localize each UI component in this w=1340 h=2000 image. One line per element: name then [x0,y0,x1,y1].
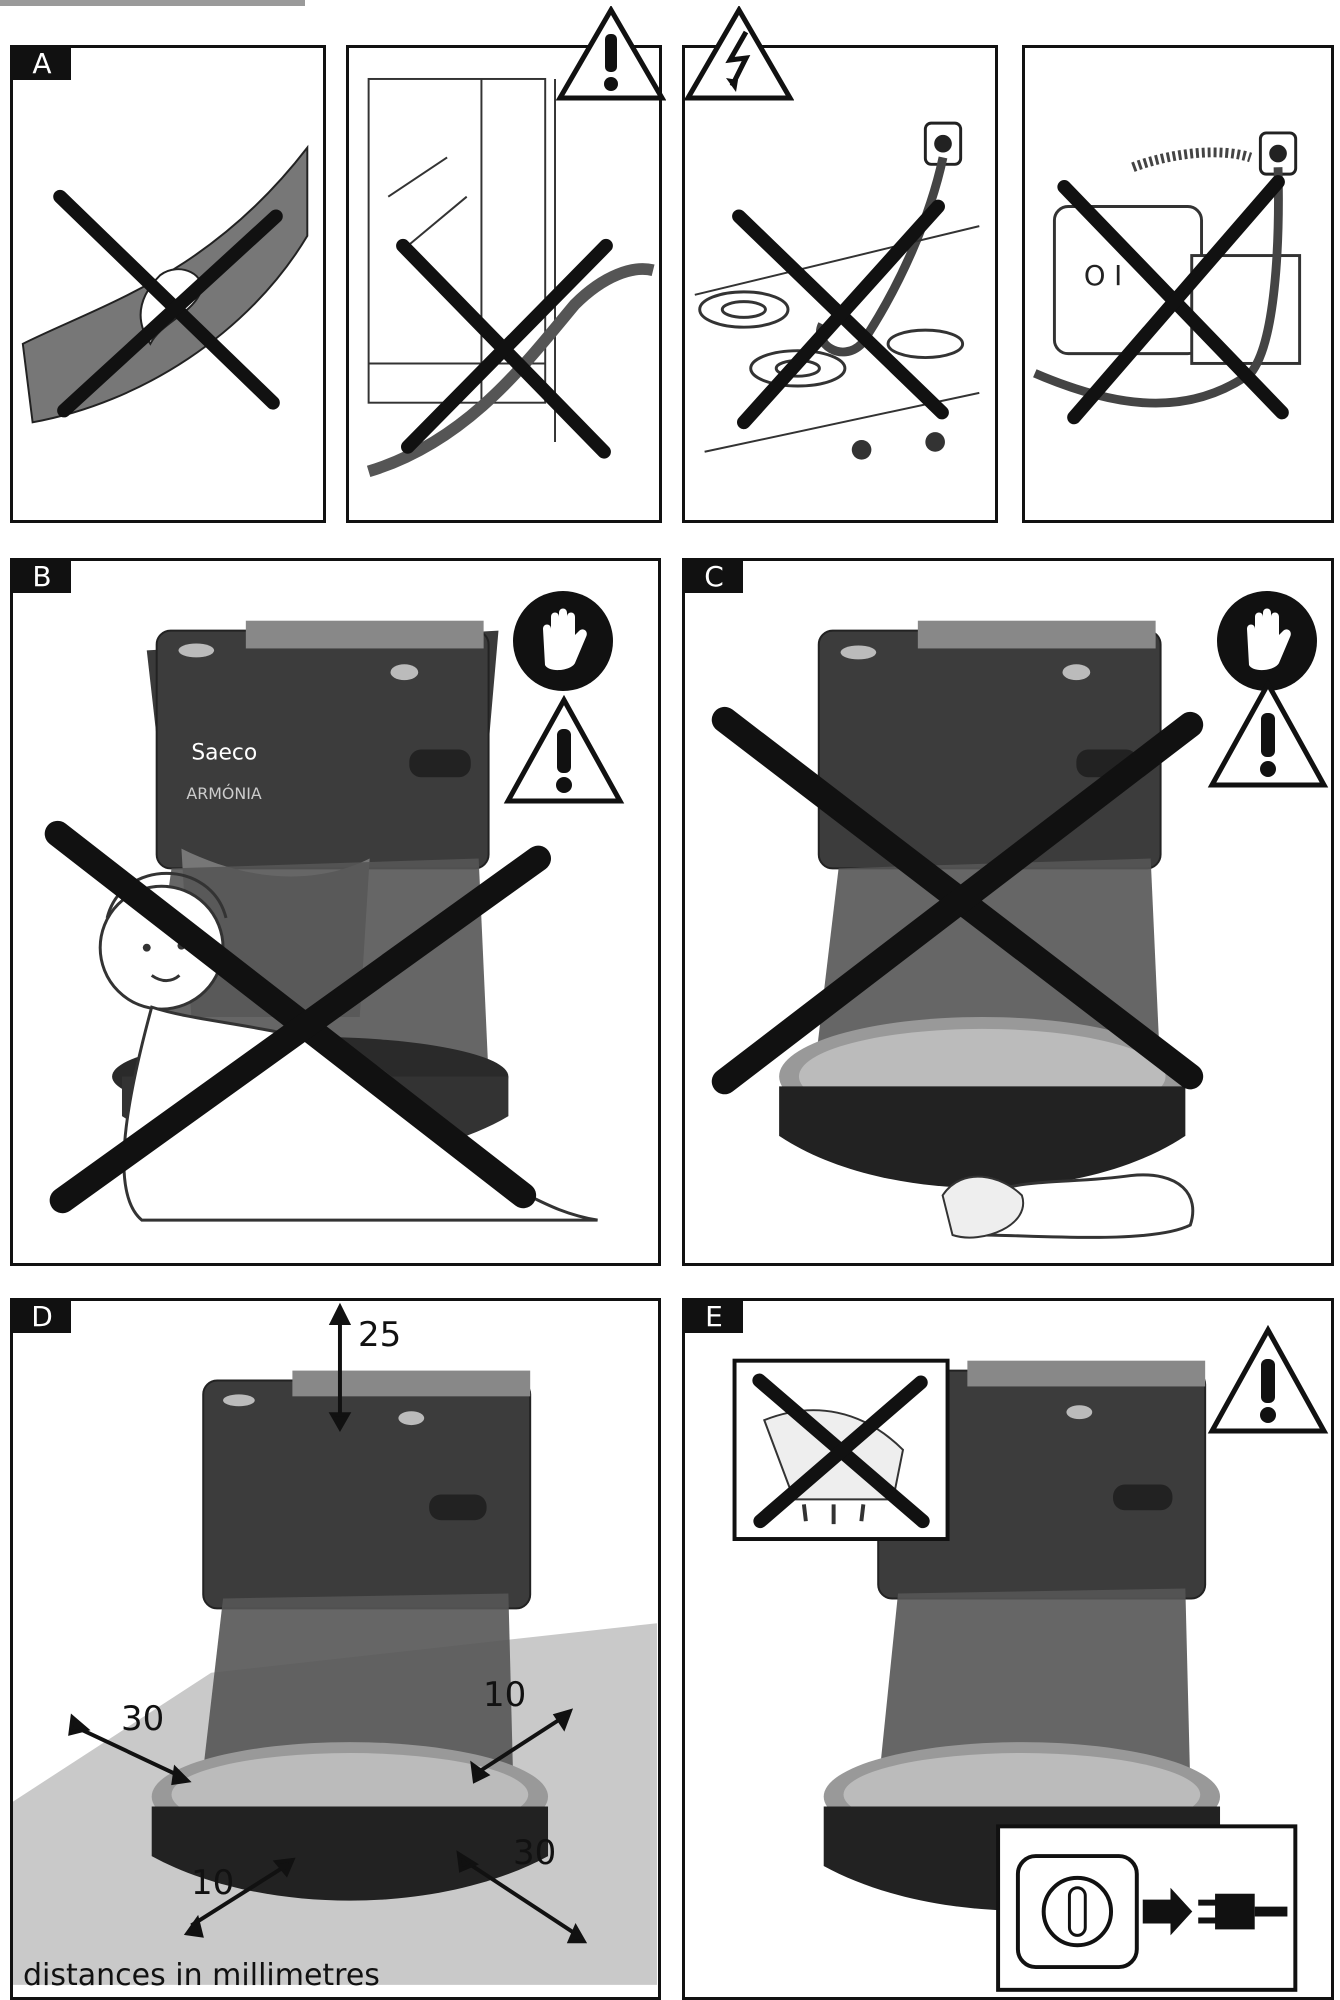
cooker-plug-illustration [694,121,980,460]
panel-b: B Saeco ARMÓNIA [10,558,661,1266]
panel-e: E [682,1298,1334,2000]
warning-icon [556,6,666,101]
warning-icon [503,695,625,804]
section-label-b: B [13,561,71,593]
section-label-c: C [685,561,743,593]
section-label-e: E [685,1301,743,1333]
section-label-d: D [13,1301,71,1333]
clearance-right-back: 10 [483,1675,527,1715]
panel-a4: O I [1022,45,1334,523]
child-safety-illustration: Saeco ARMÓNIA [44,620,598,1222]
brand-label: Saeco [191,740,257,765]
stop-hand-icon [513,591,613,691]
appliance-outlet-label: O I [1084,261,1122,292]
clearance-front: 10 [191,1863,235,1903]
hot-surface-cord-illustration [366,77,655,478]
panel-a1: A [10,45,326,523]
panel-d: D 25 30 10 30 10 [10,1298,661,2000]
appliance-cord-illustration: O I [1033,131,1302,425]
clearance-top: 25 [358,1315,402,1355]
stop-hand-icon [1217,591,1317,691]
distances-caption: distances in millimetres [23,1958,380,1993]
header-bar [0,0,305,6]
panel-c: C [682,558,1334,1266]
unplug-before-cleaning-illustration [732,1358,1298,1992]
cleaning-illustration [711,620,1204,1239]
section-label-a: A [13,48,71,80]
model-label: ARMÓNIA [186,784,262,803]
panel-a2 [346,45,662,523]
panel-a3 [682,45,998,523]
wet-hands-illustration [21,144,309,424]
clearance-illustration [13,1302,658,1985]
clearance-right-front: 30 [513,1833,557,1873]
warning-icon [1207,679,1329,788]
electric-hazard-icon [684,6,794,101]
clearance-left: 30 [121,1699,165,1739]
warning-icon [1207,1325,1329,1434]
